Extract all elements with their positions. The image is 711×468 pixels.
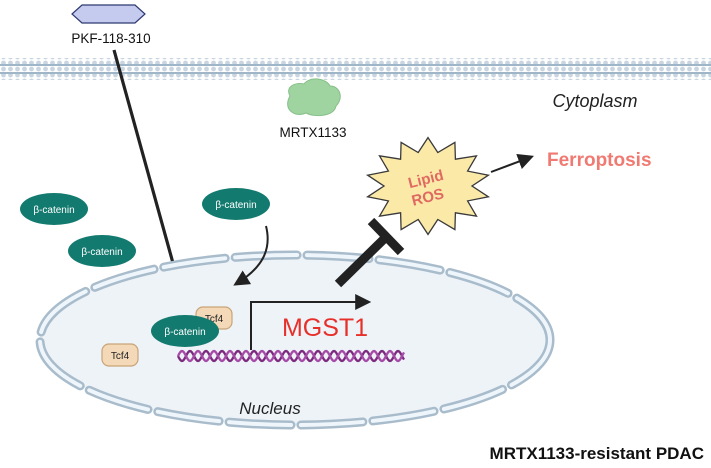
nucleus (35, 250, 555, 430)
beta-catenin-cyto-1: β-catenin (20, 193, 88, 225)
footer-title: MRTX1133-resistant PDAC (490, 444, 704, 463)
pkf-label: PKF-118-310 (71, 31, 150, 46)
svg-text:β-catenin: β-catenin (215, 200, 256, 211)
beta-catenin-cyto-2: β-catenin (202, 188, 270, 220)
svg-text:Tcf4: Tcf4 (111, 351, 130, 362)
starburst-ros-icon (365, 136, 491, 236)
ros-to-ferroptosis-arrow (490, 154, 534, 173)
beta-catenin-cyto-3: β-catenin (68, 235, 136, 267)
blob-drug-icon (287, 78, 341, 117)
cell-membrane (0, 58, 711, 80)
cytoplasm-label: Cytoplasm (552, 91, 637, 111)
beta-catenin-nuclear: β-catenin (151, 315, 219, 347)
mgst1-inhibition-bar (334, 217, 405, 288)
nucleus-label: Nucleus (239, 399, 301, 418)
transcription-arrow (250, 294, 372, 350)
hexagon-drug-icon (71, 4, 146, 24)
dna-helix-icon (176, 349, 405, 363)
mgst1-label: MGST1 (282, 314, 368, 342)
svg-text:β-catenin: β-catenin (81, 247, 122, 258)
svg-text:β-catenin: β-catenin (33, 205, 74, 216)
tcf4-box-free: Tcf4 (101, 343, 139, 367)
svg-text:Tcf4: Tcf4 (205, 314, 224, 325)
svg-text:β-catenin: β-catenin (164, 327, 205, 338)
mrtx-label: MRTX1133 (279, 125, 346, 140)
ferroptosis-label: Ferroptosis (547, 150, 652, 171)
translocation-arrow (233, 225, 269, 286)
